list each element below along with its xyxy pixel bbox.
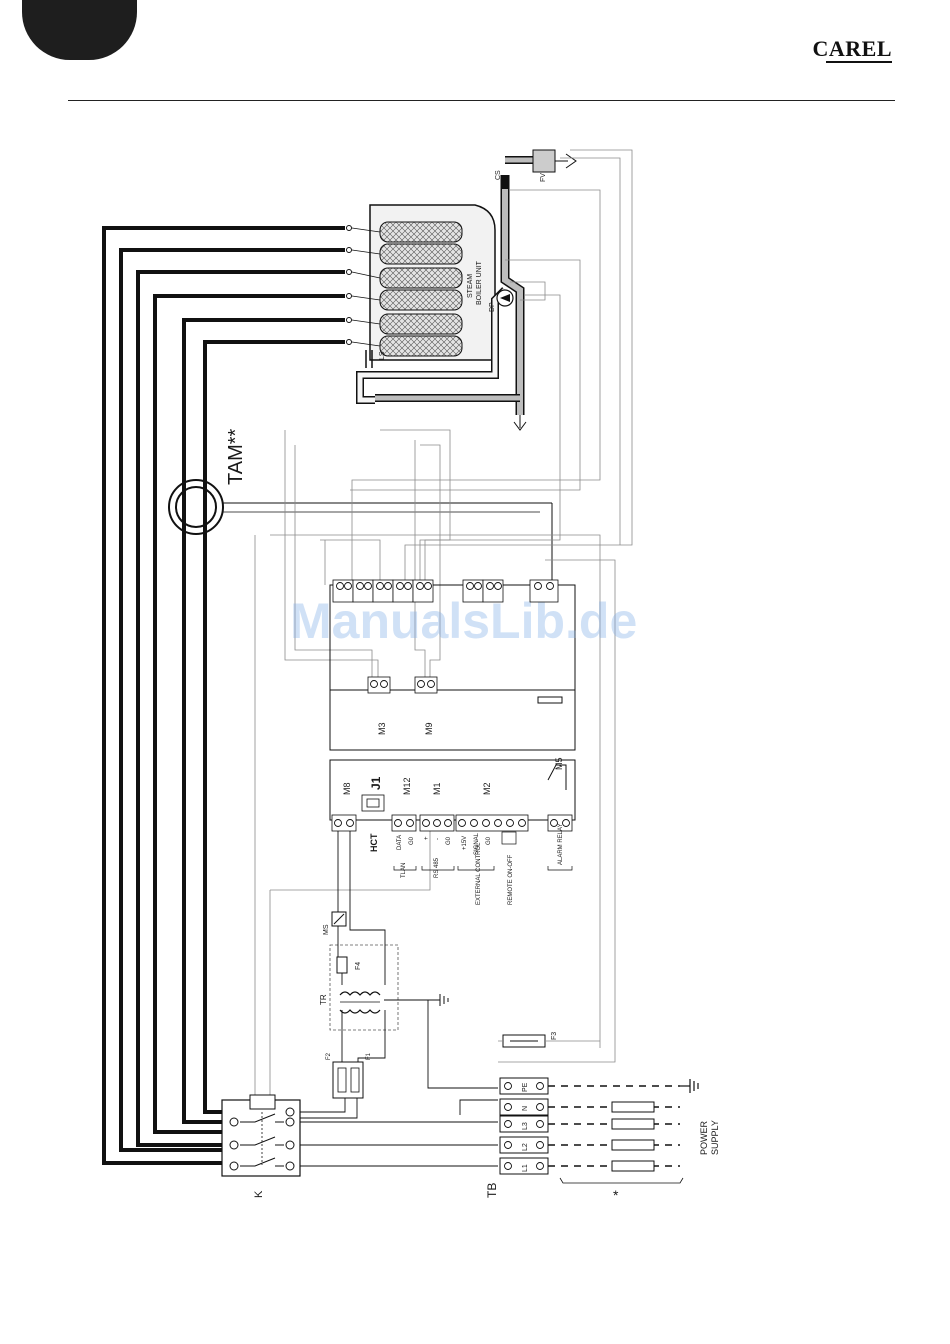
supply-fuses — [612, 1102, 654, 1171]
m8-label: M8 — [342, 782, 352, 795]
supply-bracket — [560, 1178, 683, 1183]
tb-pe-label: PE — [522, 1082, 529, 1092]
terminal-group-brackets — [394, 832, 572, 870]
power-cables — [104, 228, 345, 1163]
m2-label: M2 — [482, 782, 492, 795]
rs485-label: RS 485 — [434, 857, 440, 878]
terminal-blocks-m3-m9 — [368, 677, 437, 693]
ms-label: MS — [323, 924, 330, 935]
transformer-tr — [330, 945, 398, 1030]
drain-outlet-icon — [514, 415, 526, 430]
tb-l2-label: L2 — [522, 1143, 529, 1151]
power-supply-label-1: POWER — [699, 1120, 709, 1155]
steam-boiler-label-1: STEAM — [467, 274, 474, 298]
power-supply-label-2: SUPPLY — [710, 1120, 720, 1155]
f4-label: F4 — [355, 962, 362, 970]
rs485-minus-label: - — [435, 838, 441, 840]
g0-label-tlan: G0 — [409, 836, 415, 845]
rs485-plus-label: + — [424, 836, 430, 840]
tam-sensor — [169, 480, 552, 583]
alarm-relay-label: ALARM RELAY — [558, 823, 564, 865]
cs-label: CS — [495, 170, 502, 180]
tb-n-label: N — [522, 1106, 529, 1111]
ms-switch — [332, 912, 346, 926]
hct-label: HCT — [369, 833, 379, 852]
ground-symbol-tr — [440, 994, 448, 1006]
tb-label: TB — [485, 1183, 499, 1198]
drain-pump — [497, 290, 513, 306]
f2-label: F2 — [326, 1052, 332, 1060]
m9-label: M9 — [424, 722, 434, 735]
tb-l3-label: L3 — [522, 1122, 529, 1130]
tb-l1-label: L1 — [522, 1164, 529, 1172]
dp-label: DP — [489, 302, 496, 312]
f3-label: F3 — [551, 1032, 558, 1040]
asterisk-label: * — [613, 1187, 619, 1203]
g0-label-ext: G0 — [486, 836, 492, 845]
m5-label: M5 — [554, 757, 564, 770]
fill-valve — [533, 150, 576, 172]
data-label: DATA — [397, 835, 403, 850]
k-label: K — [253, 1190, 265, 1198]
m12-label: M12 — [402, 777, 412, 795]
steam-boiler-label-2: BOILER UNIT — [476, 260, 483, 305]
fuse-f3 — [498, 1035, 600, 1047]
g0-label-rs485: G0 — [446, 836, 452, 845]
f1-label: F1 — [366, 1052, 372, 1060]
remote-onoff-label: REMOTE ON-OFF — [508, 854, 514, 905]
m1-label: M1 — [432, 782, 442, 795]
j1-label: J1 — [369, 776, 383, 790]
terminal-screws-top — [337, 583, 554, 590]
contactor-k — [222, 1095, 300, 1176]
fv-label: FV — [540, 173, 547, 182]
external-control-label: EXTERNAL CONTROL — [476, 842, 482, 905]
terminal-blocks-bottom — [332, 795, 572, 831]
fuses-f1-f2 — [333, 1062, 363, 1098]
tr-label: TR — [319, 994, 328, 1005]
conductivity-sensor — [501, 175, 509, 189]
earth-ground-icon — [680, 1079, 698, 1093]
tam-label: TAM** — [225, 428, 247, 485]
m3-label: M3 — [377, 722, 387, 735]
plus15v-label: +15V — [462, 836, 468, 850]
ls-label: LS — [379, 351, 386, 360]
